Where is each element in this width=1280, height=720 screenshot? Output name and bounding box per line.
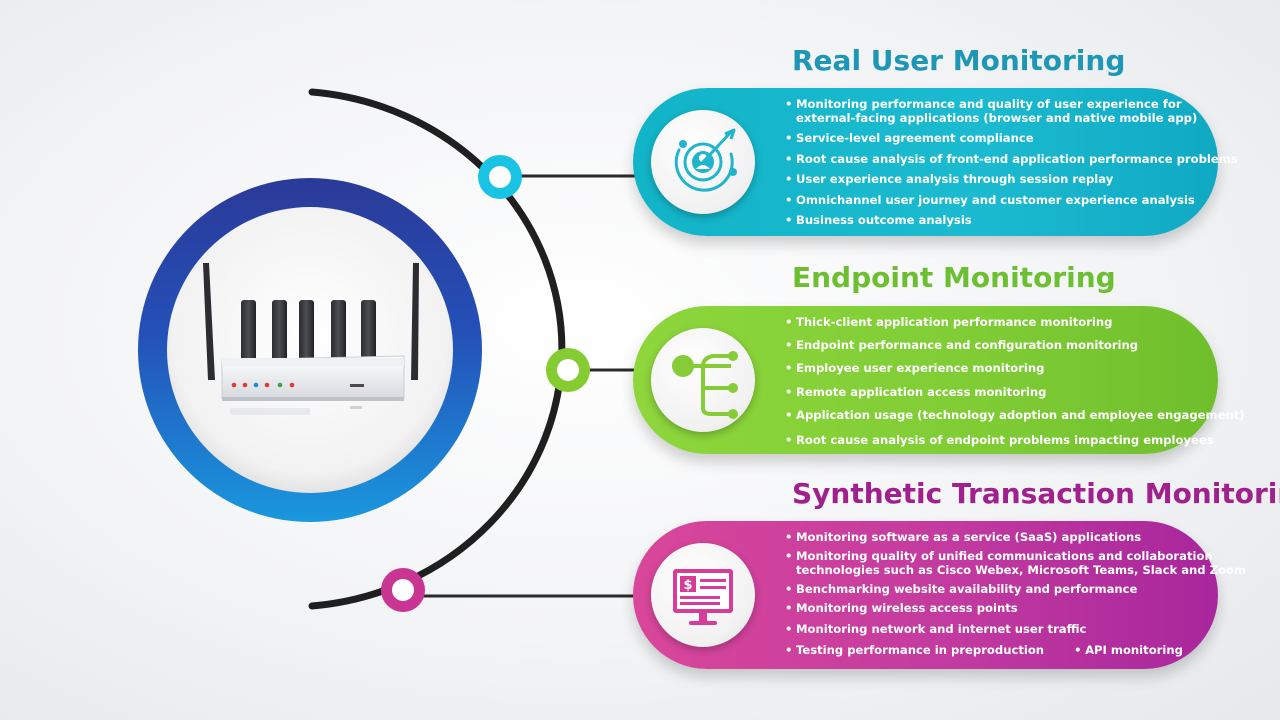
dollar-monitor-icon: $ — [651, 543, 755, 647]
list-item: User experience analysis through session… — [785, 172, 1200, 186]
list-item: external-facing applications (browser an… — [796, 111, 1198, 125]
branch-network-icon — [651, 328, 755, 432]
list-item: Service-level agreement compliance — [785, 131, 1200, 145]
list-item: Monitoring performance and quality of us… — [785, 97, 1200, 111]
list-item: Root cause analysis of endpoint problems… — [785, 433, 1214, 447]
list-item: technologies such as Cisco Webex, Micros… — [796, 563, 1247, 577]
endpoint-monitoring-list: Thick-client application performance mon… — [785, 315, 1245, 456]
section-title-endpoint-monitoring: Endpoint Monitoring — [792, 261, 1116, 294]
synthetic-transaction-monitoring-list: Monitoring software as a service (SaaS) … — [785, 530, 1247, 662]
list-item: Omnichannel user journey and customer ex… — [785, 193, 1200, 207]
wireless-router-image — [203, 263, 419, 415]
list-item: Monitoring software as a service (SaaS) … — [785, 530, 1200, 544]
list-item: Testing performance in preproductionAPI … — [785, 643, 1200, 657]
user-target-icon — [651, 110, 755, 214]
list-item: Root cause analysis of front-end applica… — [785, 152, 1238, 166]
list-item: Employee user experience monitoring — [785, 361, 1200, 375]
real-user-monitoring-card: Monitoring performance and quality of us… — [633, 88, 1238, 236]
synthetic-transaction-monitoring-card: $ Monitoring software as a service (SaaS… — [633, 521, 1247, 669]
connector-node-epm — [546, 348, 590, 392]
list-item: Endpoint performance and configuration m… — [785, 338, 1200, 352]
connector-node-rum — [478, 155, 522, 199]
svg-text:$: $ — [683, 578, 692, 593]
list-item: Application usage (technology adoption a… — [785, 408, 1245, 422]
real-user-monitoring-list: Monitoring performance and quality of us… — [785, 97, 1238, 233]
section-title-synthetic-transaction-monitoring: Synthetic Transaction Monitoring — [792, 477, 1280, 510]
list-item: Monitoring network and internet user tra… — [785, 622, 1200, 636]
list-item: Business outcome analysis — [785, 213, 1200, 227]
list-item: Monitoring quality of unified communicat… — [785, 549, 1213, 563]
list-item-inline: API monitoring — [1074, 643, 1183, 657]
endpoint-monitoring-card: Thick-client application performance mon… — [633, 306, 1245, 456]
list-item: Monitoring wireless access points — [785, 601, 1200, 615]
list-item: Remote application access monitoring — [785, 385, 1200, 399]
section-title-real-user-monitoring: Real User Monitoring — [792, 44, 1126, 77]
list-item: Thick-client application performance mon… — [785, 315, 1200, 329]
connector-node-stm — [381, 568, 425, 612]
list-item: Benchmarking website availability and pe… — [785, 582, 1200, 596]
